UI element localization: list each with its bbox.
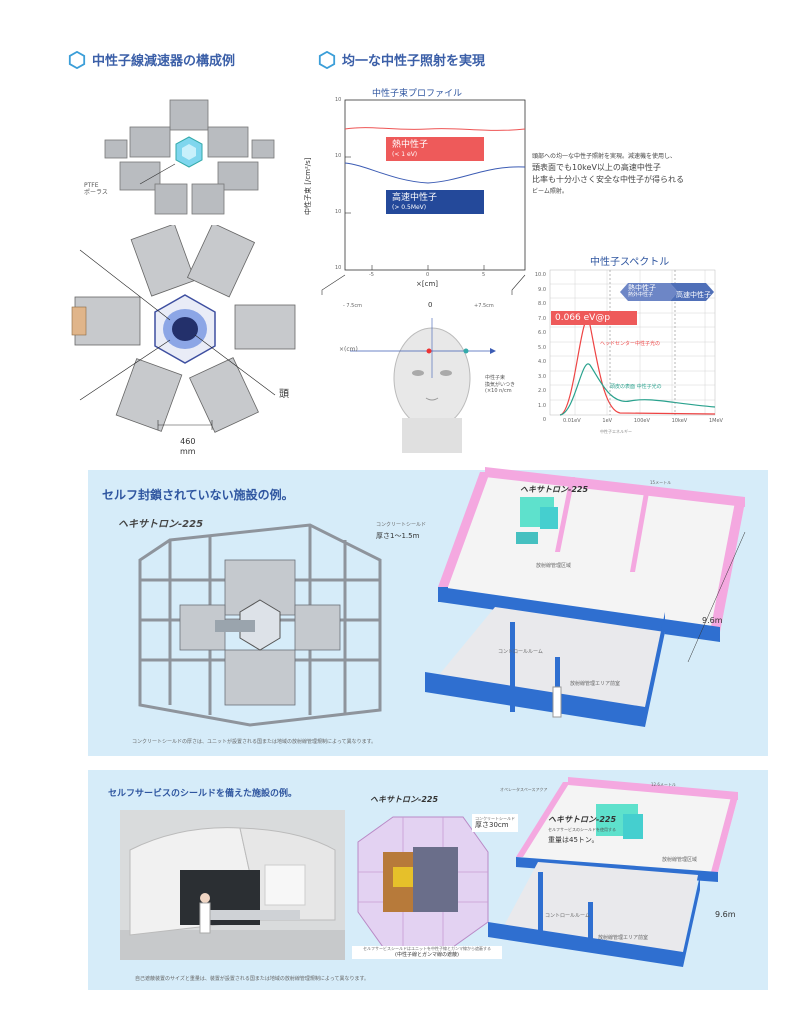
profile-ytick-2: 10	[335, 153, 342, 159]
middle-title: セルフ封鎖されていない施設の例。	[102, 488, 294, 502]
middle-device-name: ヘキサトロン-225	[118, 519, 204, 530]
floor2-width: 12.6メートル	[651, 782, 676, 787]
profile-ytick-1: 10	[335, 97, 342, 103]
spectrum-title: 中性子スペクトル	[590, 257, 670, 268]
pos-right-label: +7.5cm	[474, 303, 494, 309]
dimension-label: 460 mm	[180, 437, 196, 457]
spectrum-curve2-note: 頭皮の表面 中性子光の	[610, 384, 662, 390]
bottom-title: セルフサービスのシールドを備えた施設の例。	[108, 789, 298, 799]
spectrum-yticks: 10.0 9.0 8.0 7.0 6.0 5.0 4.0 3.0 2.0 1.0…	[534, 272, 546, 423]
spectrum-thermal-label: 熱中性子 熱外中性子	[628, 284, 656, 299]
floor2-weight: 重量は45トン。	[548, 836, 599, 844]
x-axis-label: ×(cm)	[339, 346, 358, 353]
spectrum-curve1-note: ヘッドセンター中性子光の	[600, 341, 661, 347]
floor2-control: コントロールルーム	[545, 913, 590, 919]
floor1-control: コントロールルーム	[498, 649, 543, 655]
bottom-footnote: 自己遮蔽装置のサイズと重量は、装置が設置される国または地域の放射線管理規制によっ…	[135, 976, 369, 982]
floor2-device: ヘキサトロン-225	[548, 815, 617, 824]
moderator-cluster-illustration	[104, 99, 275, 215]
thermal-neutron-label: 熱中性子 (< 1 eV)	[386, 137, 484, 161]
section-title-uniform: 均一な中性子照射を実現	[318, 50, 485, 69]
floor2-zone1: 放射線管理区域	[662, 857, 698, 863]
floor2-zone2: 放射線管理エリア前室	[598, 935, 649, 941]
floor1-zone2: 放射線管理エリア前室	[570, 681, 621, 687]
profile-xtick-2: 0	[426, 272, 430, 278]
floor2-entrance: オペレータスペースアクア	[500, 787, 548, 792]
spectrum-xlabel: 中性子エネルギー	[600, 429, 632, 434]
floor1-device: ヘキサトロン-225	[520, 485, 589, 494]
profile-title: 中性子束プロファイル	[372, 89, 463, 99]
floor2-depth: 9.6m	[715, 910, 736, 919]
head-illustration	[350, 318, 496, 453]
spectrum-peak-label: 0.066 eV@p	[551, 311, 637, 325]
spectrum-xticks: 0.01eV 1eV 100eV 10keV 1MeV	[563, 418, 723, 424]
middle-footnote: コンクリートシールドの厚さは、ユニットが設置される国または地域の放射線管理規制に…	[132, 739, 377, 745]
description-text: 頭部への均一な中性子照射を実現。減速機を使用し、 頭表面でも10keV以上の高速…	[532, 153, 684, 196]
profile-chart	[321, 99, 526, 295]
hexagon-icon	[68, 50, 86, 69]
bottom-device-name: ヘキサトロン-225	[370, 795, 439, 804]
pos-left-label: - 7.5cm	[343, 303, 362, 309]
pos-center-label: 0	[428, 301, 433, 309]
spectrum-fast-label: 高速中性子	[676, 291, 711, 299]
profile-ylabel: 中性子束 [/cm²/s]	[304, 157, 312, 215]
profile-xlabel: ×[cm]	[416, 280, 438, 288]
profile-ytick-3: 10	[335, 209, 342, 215]
spectrum-chart	[549, 269, 716, 416]
floor-plan-1	[425, 467, 746, 727]
hexatron-frame-illustration	[138, 523, 382, 727]
fast-neutron-label: 高速中性子 (> 0.5MeV)	[386, 190, 484, 214]
spectrum-ylabel: 中性子束 換気がいつき (×10 n/cm	[485, 375, 516, 394]
ptfe-label: PTFE ポーラス	[84, 182, 108, 196]
profile-xtick-1: -5	[369, 272, 374, 278]
hexagon-icon	[318, 50, 336, 69]
floor1-concrete-thickness: 厚さ1〜1.5m	[376, 532, 420, 540]
head-label: 頭	[279, 389, 289, 400]
floor2-self-shield-note: セルフサービスのシールドを使用する	[548, 827, 616, 832]
floor2-concrete-box: コンクリートシールド 厚さ30cm	[472, 814, 518, 833]
floor1-width: 15メートル	[650, 480, 672, 485]
shield-caption: セルフサービスシールドはユニットを中性子線とガンマ線から遮蔽する (中性子線とガ…	[352, 946, 502, 959]
moderator-top-view	[71, 225, 296, 433]
floor1-depth: 9.6m	[702, 616, 723, 625]
profile-xtick-3: 5	[482, 272, 486, 278]
translucent-shield-illustration	[357, 816, 489, 948]
section-title-moderator: 中性子線減速器の構成例	[68, 50, 235, 69]
floor-plan-2	[488, 777, 738, 967]
floor1-zone1: 放射線管理区域	[536, 563, 572, 569]
self-shield-device-photo	[120, 810, 345, 960]
profile-ytick-4: 10	[335, 265, 342, 271]
floor1-concrete-label: コンクリートシールド	[376, 522, 427, 528]
